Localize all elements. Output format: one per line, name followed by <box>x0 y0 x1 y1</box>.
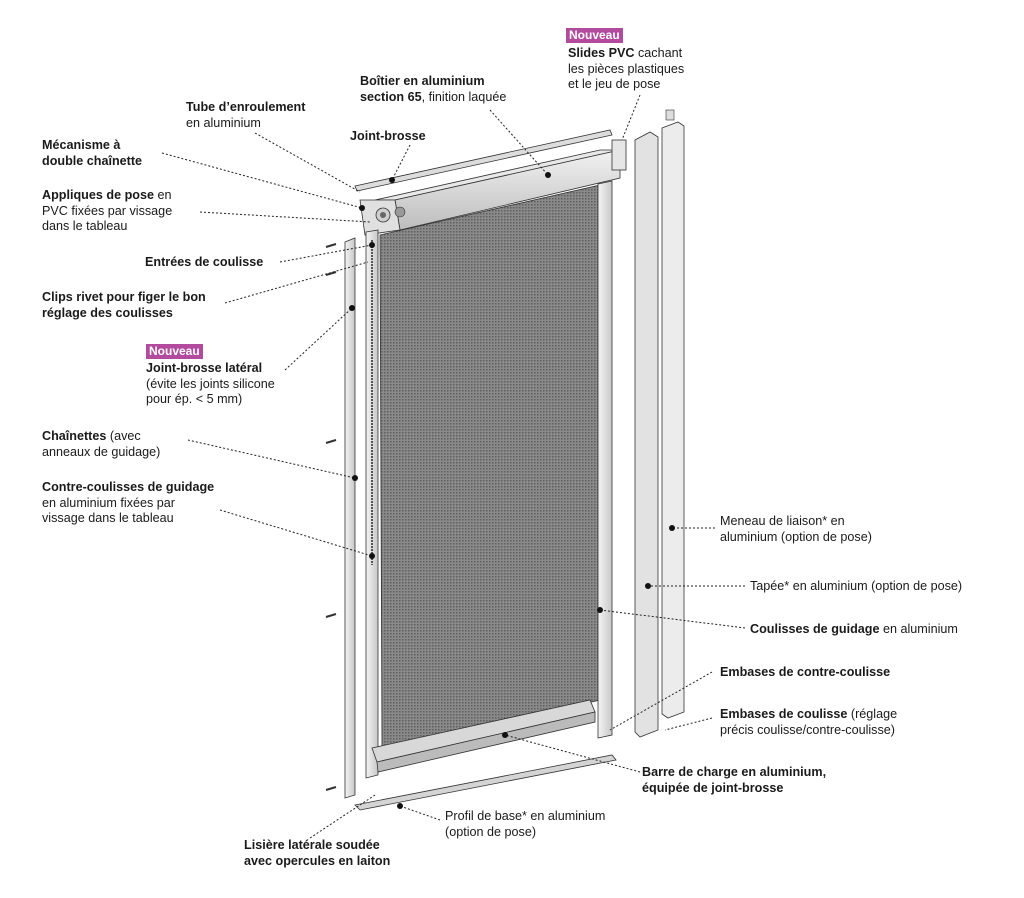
left-counter-rail <box>344 237 356 799</box>
label-mecanisme: Mécanisme à double chaînette <box>42 138 143 168</box>
label-coulisses: Coulisses de guidage en aluminium <box>750 622 958 636</box>
label-meneau: Meneau de liaison* en aluminium (option … <box>720 514 872 544</box>
label-appliques: Appliques de pose en PVC fixées par viss… <box>42 188 173 233</box>
label-barre: Barre de charge en aluminium, équipée de… <box>642 765 827 795</box>
screws <box>325 243 337 791</box>
new-badge-top: Nouveau <box>566 28 623 43</box>
label-lisiere: Lisière latérale soudée avec opercules e… <box>244 838 391 868</box>
label-tube: Tube d’enroulement en aluminium <box>186 100 306 130</box>
mullion-profile <box>661 109 685 719</box>
bottom-load-bar <box>371 699 596 773</box>
label-joint-brosse: Joint-brosse <box>350 129 426 143</box>
label-contre-coulisses: Contre-coulisses de guidage en aluminium… <box>42 480 215 525</box>
label-boitier: Boîtier en aluminium section 65, finitio… <box>360 74 507 104</box>
label-embases-contre: Embases de contre-coulisse <box>720 665 891 679</box>
label-clips: Clips rivet pour figer le bon réglage de… <box>42 290 206 320</box>
leader-lines <box>161 94 746 839</box>
label-tapee: Tapée* en aluminium (option de pose) <box>750 579 963 593</box>
label-profil: Profil de base* en aluminium (option de … <box>445 809 606 839</box>
label-entrees: Entrées de coulisse <box>145 255 264 269</box>
label-joint-lateral: Joint-brosse latéral (évite les joints s… <box>146 361 275 406</box>
anchor-dots <box>349 172 675 809</box>
tapee-profile <box>634 131 659 738</box>
base-profile <box>354 754 617 811</box>
label-slides-pvc: Slides PVC cachant les pièces plastiques… <box>568 46 685 91</box>
label-embases-coulisse: Embases de coulisse (réglage précis coul… <box>720 707 898 737</box>
label-chainettes: Chaînettes (avec anneaux de guidage) <box>42 429 161 459</box>
cassette-box <box>359 139 627 236</box>
new-badge-left: Nouveau <box>146 344 203 359</box>
mesh-screen <box>379 184 601 751</box>
right-rail <box>597 180 613 739</box>
